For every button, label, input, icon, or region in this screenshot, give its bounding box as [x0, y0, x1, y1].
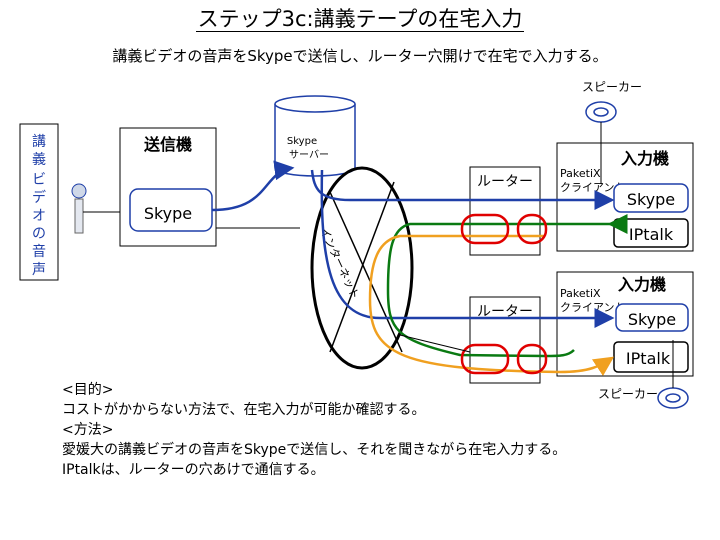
- notes-purpose-text: コストがかからない方法で、在宅入力が可能か確認する。: [62, 402, 426, 418]
- sender-skype-label: Skype: [144, 204, 192, 223]
- input-bottom-client-line1: PaketiX: [560, 287, 601, 300]
- speaker-top-label: スピーカー: [582, 80, 642, 94]
- source-char: 音: [32, 243, 46, 260]
- source-char: 義: [32, 151, 46, 168]
- notes-block: <目的> コストがかからない方法で、在宅入力が可能か確認する。 <方法> 愛媛大…: [62, 380, 566, 480]
- input-bottom-iptalk-label: IPtalk: [626, 349, 671, 368]
- page-subtitle: 講義ビデオの音声をSkypeで送信し、ルーター穴開けで在宅で入力する。: [112, 47, 608, 65]
- source-box: [19, 123, 59, 281]
- router-bottom-label: ルーター: [477, 304, 533, 320]
- server-label-line2: サーバー: [289, 149, 329, 161]
- speaker-icon: [657, 340, 689, 409]
- speaker-icon: [585, 101, 617, 184]
- source-char: ビ: [32, 172, 46, 188]
- sender-label: 送信機: [143, 135, 192, 154]
- router-top-box: [469, 166, 541, 256]
- notes-purpose-heading: <目的>: [62, 382, 114, 398]
- speaker-bottom-label: スピーカー: [598, 387, 658, 401]
- source-char: の: [32, 226, 46, 242]
- input-bottom-skype-box: [615, 303, 689, 332]
- source-char: オ: [32, 208, 46, 224]
- input-top-label: 入力機: [621, 149, 669, 168]
- router-net-line: [399, 334, 471, 353]
- notes-method-text-2: IPtalkは、ルーターの穴あけで通信する。: [62, 462, 325, 478]
- input-top-iptalk-label: IPtalk: [629, 225, 674, 244]
- notes-method-heading: <方法>: [62, 422, 114, 438]
- notes-method-text-1: 愛媛大の講義ビデオの音声をSkypeで送信し、それを聞きながら在宅入力する。: [62, 442, 567, 458]
- input-bottom-label: 入力機: [618, 275, 666, 294]
- iptalk-path-green: [386, 214, 628, 358]
- server-label-line1: Skype: [287, 136, 317, 147]
- input-top-skype-label: Skype: [627, 190, 675, 209]
- source-label: 講 義 ビ デ オ の 音 声: [32, 134, 46, 278]
- page-title-text: ステップ3c:講義テープの在宅入力: [195, 7, 525, 32]
- input-bottom-skype-label: Skype: [628, 310, 676, 329]
- microphone-icon: [71, 183, 120, 234]
- input-top-client-line1: PaketiX: [560, 167, 601, 180]
- source-char: デ: [32, 189, 46, 206]
- page-title: ステップ3c:講義テープの在宅入力: [0, 6, 720, 32]
- iptalk-path-orange: [368, 234, 615, 377]
- internet-cloud: [310, 166, 414, 370]
- router-top-label: ルーター: [477, 174, 533, 190]
- router-port-marks: [460, 213, 548, 375]
- source-char: 講: [32, 134, 46, 150]
- source-char: 声: [32, 262, 46, 278]
